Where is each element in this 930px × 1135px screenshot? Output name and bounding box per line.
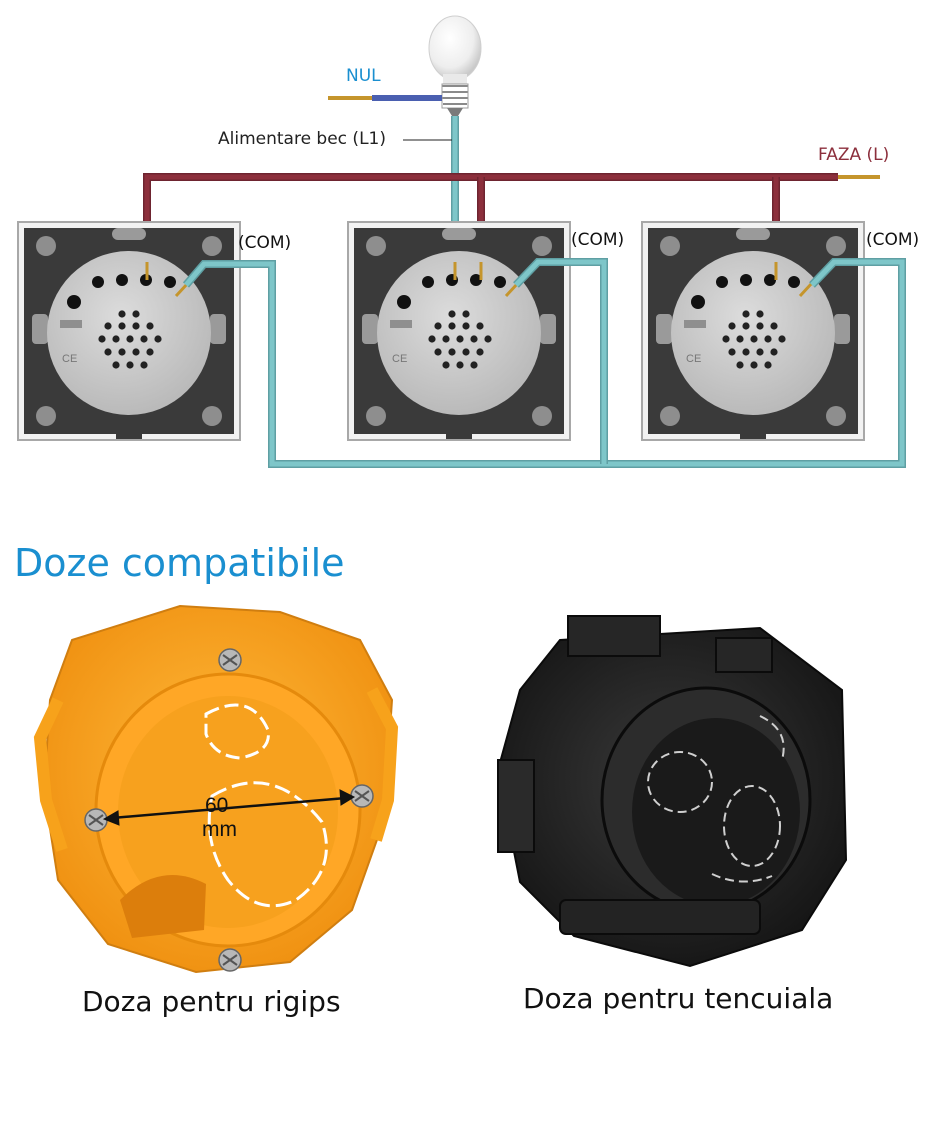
section-title: Doze compatibile [14, 541, 345, 585]
bulb-supply-label: Alimentare bec (L1) [218, 129, 386, 149]
phase-label: FAZA (L) [818, 145, 890, 165]
terminal-stubs [145, 262, 814, 298]
plaster-box-caption: Doza pentru tencuiala [523, 982, 834, 1015]
neutral-label: NUL [346, 66, 381, 86]
traveler-wires [182, 258, 906, 468]
light-bulb-icon [428, 15, 482, 116]
screw-icon [218, 948, 242, 972]
switch-middle [347, 221, 571, 441]
com-label-right: (COM) [866, 230, 920, 250]
plaster-box-illustration [496, 615, 848, 968]
screw-icon [84, 808, 108, 832]
screw-icon [218, 648, 242, 672]
dimension-unit: mm [202, 818, 237, 841]
dimension-arrow [102, 789, 356, 826]
com-label-middle: (COM) [571, 230, 625, 250]
switch-right [641, 221, 865, 441]
dimension-value: 60 [205, 794, 228, 817]
switch-left [17, 221, 241, 441]
drywall-box-illustration: 60 mm [33, 604, 399, 974]
com-label-left: (COM) [238, 233, 292, 253]
screw-icon [350, 784, 374, 808]
drywall-box-caption: Doza pentru rigips [82, 985, 341, 1018]
